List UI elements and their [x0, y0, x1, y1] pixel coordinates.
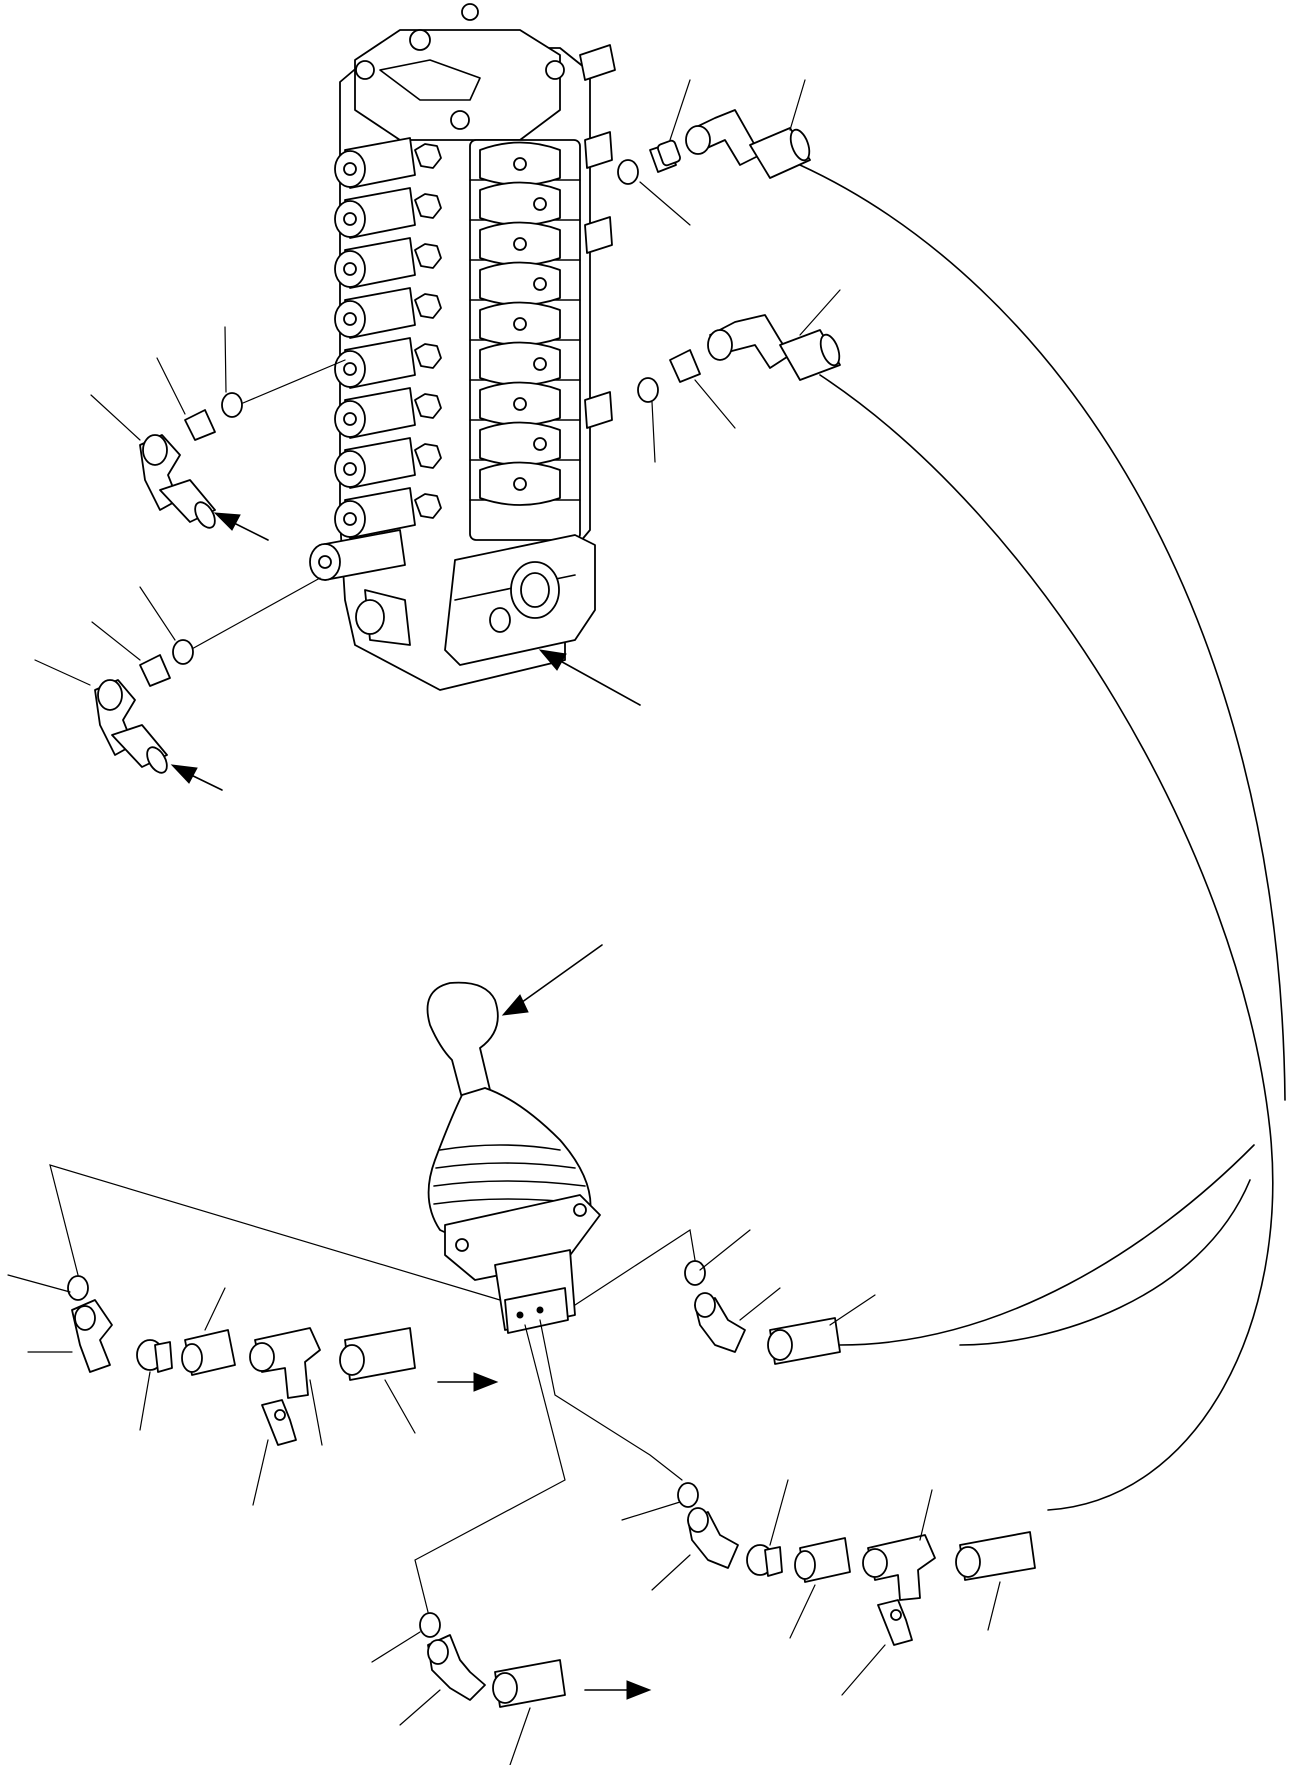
hose-3: [840, 1145, 1254, 1345]
hoses: [800, 165, 1285, 1510]
tee-fitting: [255, 1328, 320, 1398]
port-connection-lines: [50, 1165, 695, 1612]
flow-direction-arrow: [438, 1373, 497, 1391]
hose-2: [820, 375, 1273, 1510]
joystick-handle: [428, 983, 498, 1098]
adapter-fitting: [670, 350, 700, 382]
tee-fitting: [868, 1535, 935, 1600]
flow-arrows: [172, 513, 650, 1699]
adapter-fitting: [185, 410, 215, 440]
o-ring: [678, 1483, 698, 1507]
flow-direction-arrow: [215, 513, 268, 540]
pressure-switch: [262, 1400, 296, 1445]
flow-direction-arrow: [172, 765, 222, 790]
lower-right-fitting-assembly-2: [678, 1483, 1035, 1645]
lower-center-fitting-assembly: [420, 1613, 565, 1707]
o-ring: [222, 393, 242, 417]
flow-direction-arrow: [540, 650, 640, 705]
upper-right-fitting-assembly-2: [638, 315, 843, 402]
pressure-switch: [878, 1600, 912, 1645]
o-ring: [68, 1276, 88, 1300]
left-fitting-assembly-2: [95, 578, 320, 776]
adapter-fitting: [140, 655, 170, 686]
lower-right-fitting-assembly-1: [685, 1261, 840, 1364]
lower-left-fitting-assembly: [68, 1276, 415, 1445]
flow-direction-arrow: [503, 945, 602, 1015]
o-ring: [420, 1613, 440, 1637]
o-ring: [685, 1261, 705, 1285]
o-ring: [638, 378, 658, 402]
joystick-pilot-valve: [428, 983, 601, 1333]
upper-right-fitting-assembly-1: [618, 110, 813, 184]
hose-4: [960, 1180, 1250, 1345]
o-ring: [173, 640, 193, 664]
o-ring: [618, 160, 638, 184]
left-fitting-assembly-1: [140, 360, 345, 531]
callout-leaders: [8, 80, 1000, 1765]
hose-1: [800, 165, 1285, 1100]
flow-direction-arrow: [585, 1681, 650, 1699]
control-valve-block: [310, 4, 615, 690]
